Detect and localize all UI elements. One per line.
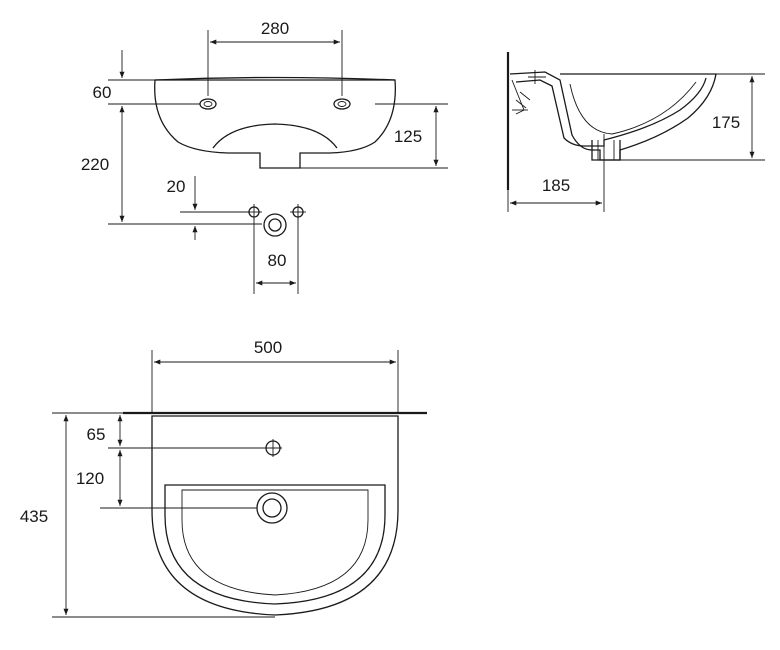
front-tap-hole-left (199, 98, 217, 110)
side-basin-inner (515, 77, 707, 147)
top-basin-inner (164, 484, 386, 605)
front-drain-arch (212, 123, 338, 149)
dim-projection: 185 (542, 176, 570, 195)
dim-total-length: 435 (20, 507, 48, 526)
top-tap-hole (264, 439, 282, 457)
dim-tap-depth: 60 (93, 83, 112, 102)
side-drain-outlet (591, 140, 621, 161)
side-view: 175 185 (506, 52, 765, 212)
front-bolt-left (246, 204, 262, 220)
dim-tap-from-wall: 65 (87, 425, 106, 444)
dim-drain-height: 125 (394, 127, 422, 146)
front-view: 280 60 220 125 20 (81, 19, 448, 294)
top-drain (256, 492, 288, 524)
side-basin-outer (509, 71, 717, 161)
front-rim (154, 76, 396, 81)
front-bolt-right (290, 204, 306, 220)
side-back-hatch (511, 79, 531, 115)
front-tap-hole-right (333, 98, 351, 110)
dim-bolt-spacing: 80 (268, 251, 287, 270)
dim-width: 500 (254, 338, 282, 357)
front-drain-fitting (263, 213, 287, 237)
dim-drain-from-tap: 120 (76, 469, 104, 488)
dim-depth: 175 (712, 113, 740, 132)
top-basin-ledge (181, 489, 369, 596)
dim-tap-spacing: 280 (261, 19, 289, 38)
top-basin-outer (151, 415, 399, 616)
top-view: 500 65 120 435 (20, 338, 427, 618)
dim-total-height: 220 (81, 155, 109, 174)
side-bowl-line (569, 81, 697, 135)
dim-bolt-offset: 20 (167, 177, 186, 196)
